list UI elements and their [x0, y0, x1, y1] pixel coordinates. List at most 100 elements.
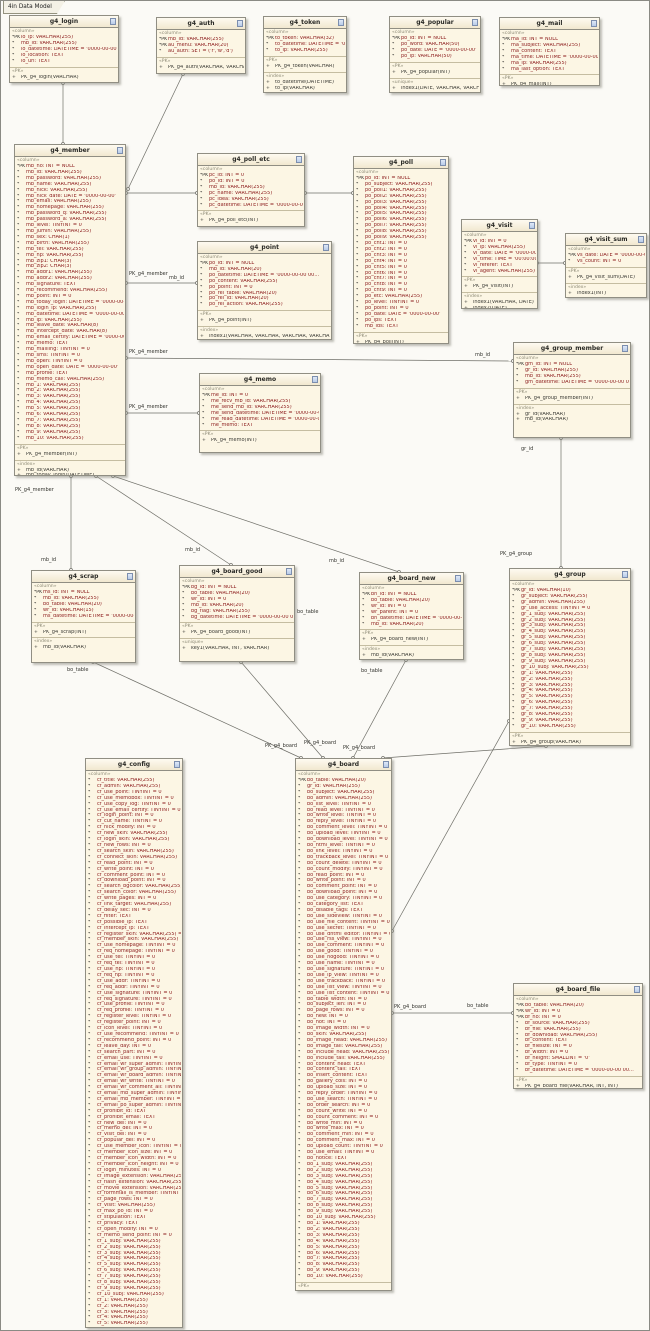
column-definition: bo_1: VARCHAR(255) [307, 1220, 360, 1226]
table-g4_poll[interactable]: g4_poll«column»*PKpo_id: INT = NULL*po_s… [353, 156, 449, 344]
table-g4_scrap[interactable]: g4_scrap«column»*PKms_id: INT = NULL*mb_… [31, 570, 136, 663]
section-label: «column» [202, 387, 225, 392]
table-header: g4_popular [390, 17, 480, 29]
table-g4_config[interactable]: g4_config«column»*cf_title: VARCHAR(255)… [85, 758, 183, 1328]
column-row: *bo_order_search: INT = 0 [298, 1103, 390, 1109]
table-g4_popular[interactable]: g4_popular«column»*PKpo_id: INT = NULL*p… [389, 16, 481, 93]
column-prefix: * [512, 717, 515, 723]
column-prefix: * [298, 1232, 301, 1238]
table-g4_mail[interactable]: g4_mail«column»*PKma_id: INT = NULL*ma_s… [499, 17, 600, 86]
key-definition: PK_g4_login(VARCHAR) [21, 74, 79, 80]
column-row: *po_point: INT = 0 [356, 306, 447, 312]
column-prefix: * [88, 1079, 91, 1085]
table-g4_visit[interactable]: g4_visit«column»*PKvi_id: INT = 0*vi_ip:… [461, 219, 538, 309]
column-prefix: * [516, 367, 519, 373]
column-row: *PKms_id: INT = NULL [34, 590, 134, 596]
table-g4_token[interactable]: g4_token«column»*PKto_token: VARCHAR(32)… [263, 16, 347, 93]
key-row: +PK_g4_board_new(INT) [362, 637, 462, 643]
column-prefix: * [298, 890, 301, 896]
key-definition: key1(VARCHAR, INT, VARCHAR) [191, 646, 270, 652]
column-row: *cf_4: VARCHAR(255) [88, 1315, 181, 1321]
relationship-line [382, 745, 547, 759]
column-prefix: + [362, 637, 366, 643]
table-header: g4_memo [200, 374, 320, 386]
column-prefix: *PK [392, 36, 401, 41]
table-g4_visit_sum[interactable]: g4_visit_sum«column»*PKvs_date: DATE = '… [565, 233, 647, 298]
table-g4_login[interactable]: g4_login«column»*PKlo_ip: VARCHAR(255)*m… [9, 15, 119, 83]
column-prefix: + [200, 218, 204, 224]
column-prefix: * [298, 1238, 301, 1244]
column-prefix: * [182, 596, 185, 602]
column-prefix: * [298, 860, 301, 866]
column-prefix: * [88, 990, 91, 996]
table-g4_poll_etc[interactable]: g4_poll_etc«column»*PKpc_id: INT = 0*po_… [197, 153, 305, 227]
column-row: *mb_4: VARCHAR(255) [17, 400, 124, 406]
table-g4_auth[interactable]: g4_auth«column»*PKmb_id: VARCHAR(255)*PK… [156, 17, 246, 74]
table-g4_board_file[interactable]: g4_board_file«column»*PKbo_table: VARCHA… [513, 983, 643, 1089]
column-prefix: * [17, 429, 20, 435]
column-prefix: + [464, 300, 468, 306]
column-row: *cf_2_subj: VARCHAR(255) [88, 1245, 181, 1251]
relationship-line [112, 475, 400, 573]
column-definition: bo_table_width: INT = 0 [307, 996, 367, 1002]
column-prefix: * [298, 978, 301, 984]
column-definition: mb_datetime: DATETIME = '0000-00-00 00..… [26, 311, 124, 317]
column-prefix: * [298, 1197, 301, 1203]
table-g4_board_good[interactable]: g4_board_good«column»*PKbg_id: INT = NUL… [179, 565, 295, 662]
table-g4_memo[interactable]: g4_memo«column»*PKme_id: INT = 0*me_recv… [199, 373, 321, 453]
relationship-label: gr_id [521, 446, 534, 452]
key-definition: PK_g4_visit(INT) [473, 284, 514, 290]
key-row: +to_datetime(DATETIME) [266, 80, 345, 86]
column-definition: bo_image_tail: VARCHAR(255) [307, 1043, 383, 1049]
column-definition: bo_hot: INT = 0 [307, 1020, 347, 1026]
column-prefix: + [512, 739, 516, 745]
column-prefix: * [88, 842, 91, 848]
column-definition: vi_referer: TEXT [473, 262, 513, 268]
column-definition: bo_read_level: TINYINT = 0 [307, 807, 375, 813]
column-row: *bo_count_comment: INT = 0 [298, 1115, 390, 1121]
column-row: *bo_10: VARCHAR(255) [298, 1274, 390, 1280]
column-row: *PKmb_id: VARCHAR(255) [159, 37, 244, 43]
column-row: *bo_write_point: INT = 0 [298, 878, 390, 884]
section-pk: «PK»+PK_g4_point(INT) [198, 310, 331, 326]
column-prefix: * [200, 296, 203, 302]
table-g4_group[interactable]: g4_group«column»*PKgr_id: VARCHAR(10)*gr… [509, 568, 631, 746]
column-prefix: * [502, 54, 505, 60]
column-prefix: * [512, 700, 515, 706]
column-definition: bo_upload_size: INT = 0 [307, 1085, 368, 1091]
column-definition: mb_ip: VARCHAR(255) [26, 317, 82, 323]
table-g4_board[interactable]: g4_board«column»*PKbo_table: VARCHAR(20)… [295, 758, 392, 1291]
column-prefix: * [17, 423, 20, 429]
column-definition: cf_use_homepage: TINYINT = 0 [97, 943, 176, 949]
column-prefix: * [512, 712, 515, 718]
column-row: *bo_use_comment: TINYINT = 0 [298, 943, 390, 949]
column-definition: po_etc: VARCHAR(255) [365, 294, 423, 300]
column-prefix: * [88, 878, 91, 884]
column-row: *cf_write_point: INT = 0 [88, 867, 181, 873]
table-g4_board_new[interactable]: g4_board_new«column»*PKbn_id: INT = NULL… [359, 572, 464, 660]
column-definition: bo_7: VARCHAR(255) [307, 1256, 360, 1262]
column-prefix: * [88, 1067, 91, 1073]
section-index: «index»+index1(VARCHAR, DATE)+index2(DAT… [462, 292, 537, 308]
column-prefix: + [356, 339, 360, 344]
column-definition: po_id: INT = 0 [209, 178, 245, 184]
column-row: *lo_url: TEXT [12, 59, 117, 65]
column-row: *PKpo_id: INT = NULL [356, 176, 447, 182]
column-prefix: * [516, 379, 519, 385]
column-definition: mb_profile: TEXT [26, 370, 69, 376]
table-g4_point[interactable]: g4_point«column»*PKpo_id: INT = NULL*mb_… [197, 241, 332, 340]
column-prefix: + [182, 646, 186, 652]
table-icon [472, 19, 478, 26]
table-g4_group_member[interactable]: g4_group_member«column»*PKgm_id: INT = N… [513, 342, 631, 438]
column-prefix: * [182, 614, 185, 620]
column-definition: gr_6: VARCHAR(255) [521, 700, 573, 706]
column-row: *mb_8: VARCHAR(255) [17, 424, 124, 430]
column-row: *cf_1_subj: VARCHAR(255) [88, 1239, 181, 1245]
column-prefix: * [88, 943, 91, 949]
column-row: *cf_download_point: INT = 0 [88, 878, 181, 884]
column-prefix: * [298, 801, 301, 807]
column-prefix: * [17, 311, 20, 317]
table-g4_member[interactable]: g4_member«column»*PKmb_no: INT = NULL*mb… [14, 144, 126, 476]
column-prefix: * [88, 1297, 91, 1303]
